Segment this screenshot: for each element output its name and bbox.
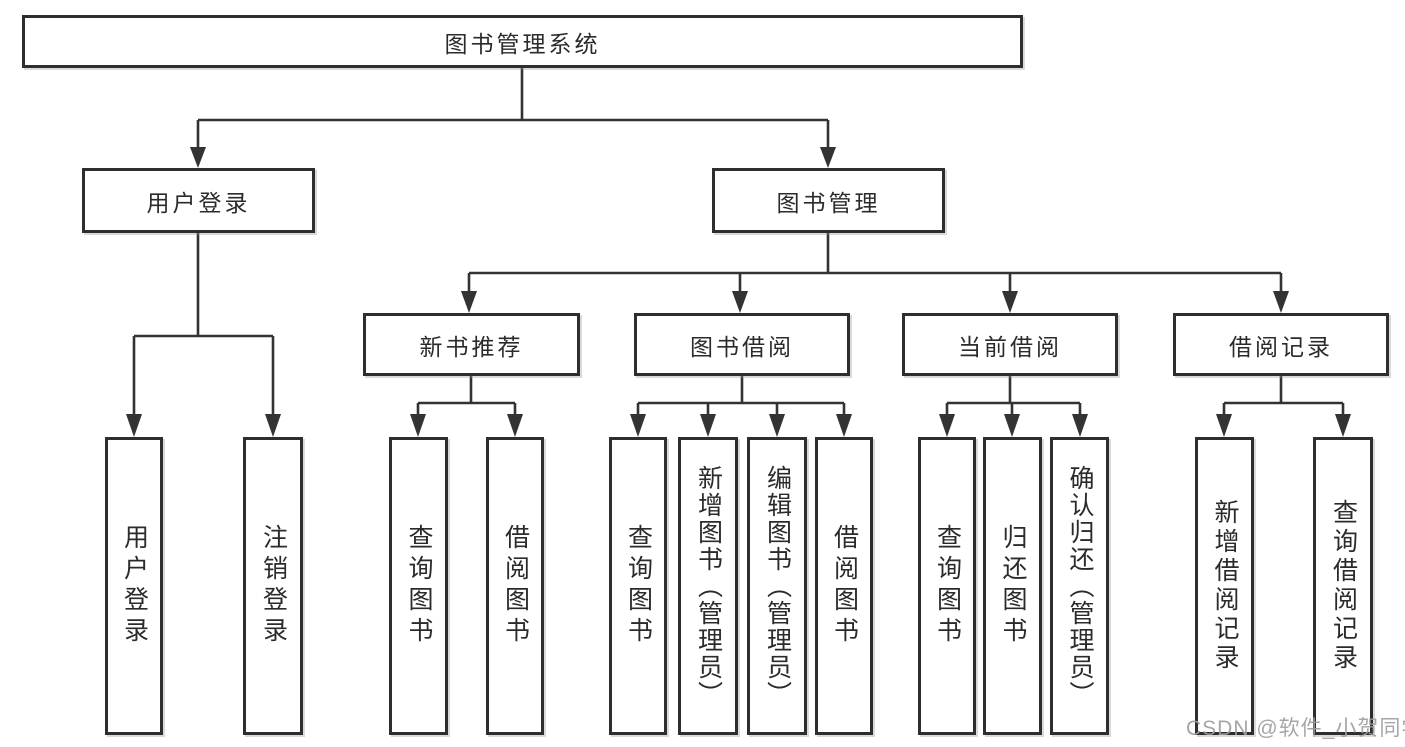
leaf-add-borrow-record: 新增借阅记录 <box>1195 437 1254 735</box>
arrowheads <box>126 147 1351 437</box>
leaf-confirm-return-admin: 确认归还（管理员） <box>1050 437 1109 735</box>
leaf-query-books-borrowing-label: 查询图书 <box>624 524 653 648</box>
node-new-book-recommendation: 新书推荐 <box>363 313 580 376</box>
leaf-edit-book-admin: 编辑图书（管理员） <box>747 437 807 735</box>
leaf-confirm-return-admin-label: 确认归还（管理员） <box>1066 464 1094 708</box>
leaf-user-login: 用户登录 <box>105 437 163 735</box>
csdn-watermark: CSDN @软件_小贺同学 <box>1186 717 1405 740</box>
leaf-add-borrow-record-label: 新增借阅记录 <box>1211 499 1239 673</box>
node-current-borrowing-label: 当前借阅 <box>958 333 1062 360</box>
leaf-query-books-recommend-label: 查询图书 <box>405 524 433 648</box>
leaf-add-book-admin: 新增图书（管理员） <box>678 437 738 735</box>
leaf-logout: 注销登录 <box>243 437 303 735</box>
node-current-borrowing: 当前借阅 <box>902 313 1118 376</box>
node-book-management-label: 图书管理 <box>776 189 881 216</box>
node-new-book-recommendation-label: 新书推荐 <box>419 333 524 360</box>
leaf-query-books-current-label: 查询图书 <box>933 524 962 648</box>
leaf-logout-label: 注销登录 <box>259 524 288 648</box>
leaf-query-books-borrowing: 查询图书 <box>609 437 667 735</box>
node-library-management-system-label: 图书管理系统 <box>444 30 601 57</box>
node-library-management-system: 图书管理系统 <box>22 15 1023 68</box>
leaf-edit-book-admin-label: 编辑图书（管理员） <box>763 464 792 708</box>
leaf-query-borrow-record: 查询借阅记录 <box>1313 437 1373 735</box>
leaf-borrow-books-borrowing: 借阅图书 <box>815 437 873 735</box>
leaf-add-book-admin-label: 新增图书（管理员） <box>694 464 723 708</box>
leaf-return-book-label: 归还图书 <box>999 524 1027 648</box>
leaf-query-books-current: 查询图书 <box>918 437 976 735</box>
leaf-borrow-books-recommend: 借阅图书 <box>486 437 544 735</box>
node-borrowing-records-label: 借阅记录 <box>1229 333 1333 360</box>
node-user-login-label: 用户登录 <box>146 189 251 216</box>
node-book-borrowing: 图书借阅 <box>634 313 850 376</box>
leaf-borrow-books-recommend-label: 借阅图书 <box>501 524 530 648</box>
leaf-query-borrow-record-label: 查询借阅记录 <box>1329 499 1358 673</box>
node-book-borrowing-label: 图书借阅 <box>690 333 794 360</box>
node-borrowing-records: 借阅记录 <box>1173 313 1389 376</box>
leaf-borrow-books-borrowing-label: 借阅图书 <box>830 524 859 648</box>
node-book-management: 图书管理 <box>712 168 945 233</box>
leaf-return-book: 归还图书 <box>983 437 1042 735</box>
leaf-query-books-recommend: 查询图书 <box>389 437 448 735</box>
node-user-login: 用户登录 <box>82 168 315 233</box>
leaf-user-login-label: 用户登录 <box>120 524 149 648</box>
